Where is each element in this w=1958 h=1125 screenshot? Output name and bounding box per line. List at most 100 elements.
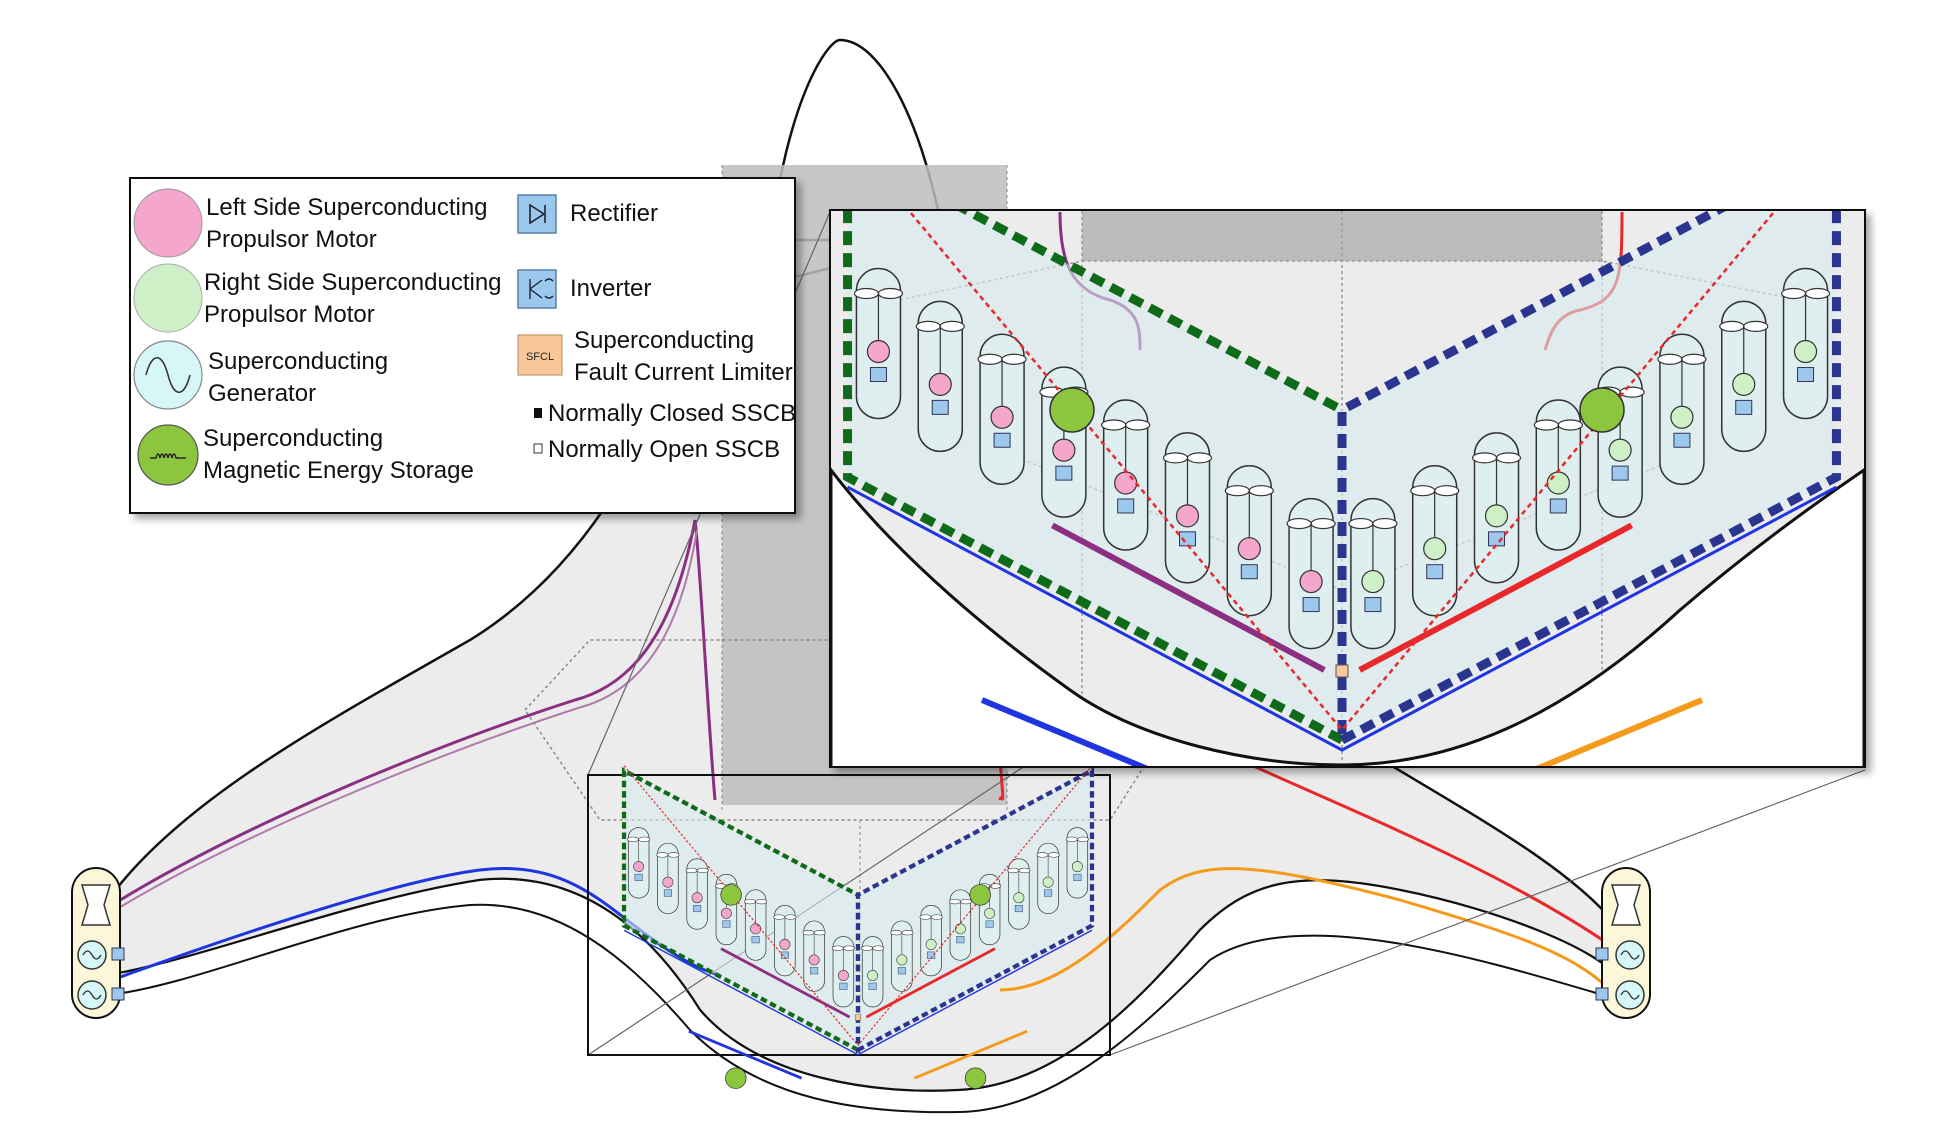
inverter-label: Inverter (570, 275, 651, 302)
closed-sscb-legend-icon (534, 408, 542, 418)
left-main-bus (720, 947, 851, 1019)
smes-icon (1579, 387, 1625, 433)
sfcl-icon (1335, 664, 1349, 678)
left-propulsor-unit (853, 267, 904, 420)
propulsor-motor-icon (990, 405, 1014, 429)
right-propulsor-unit (1780, 267, 1831, 420)
smes-icon (964, 1067, 987, 1089)
magnified-inset (829, 209, 1866, 768)
right-propulsor-unit (1657, 333, 1707, 486)
propulsor-motor-icon (1071, 861, 1083, 873)
smes-icon (725, 1067, 747, 1089)
inverter-icon (1240, 564, 1258, 580)
large-propulsor-array (843, 211, 1841, 766)
left-propulsor-unit (744, 889, 768, 961)
right-engine-pod (1595, 867, 1651, 1019)
inverter-icon (634, 873, 643, 881)
inverter-icon (993, 432, 1011, 448)
right-main-bus (1358, 522, 1634, 673)
inverter-icon (839, 982, 848, 990)
inverter-icon (985, 920, 994, 928)
propulsor-motor-icon (750, 923, 762, 935)
left-propulsor-unit (656, 842, 680, 915)
propulsor-motor-icon (1670, 405, 1694, 429)
right-propulsor-zone (855, 766, 1095, 1054)
inverter-icon (1014, 905, 1023, 913)
inverter-icon (722, 920, 731, 928)
right-propulsor-unit (1007, 858, 1031, 930)
inverter-icon (1426, 564, 1444, 580)
rectifier-legend-icon (517, 194, 557, 234)
inverter-icon (693, 905, 702, 913)
inverter-icon (956, 936, 965, 944)
inverter-icon (1044, 889, 1053, 897)
propulsor-motor-icon (1608, 438, 1632, 462)
inverter-icon (1673, 432, 1691, 448)
inverter-icon (1364, 597, 1382, 613)
inverter-icon (868, 982, 877, 990)
propulsor-motor-icon (954, 923, 966, 935)
open-sscb-legend-icon (533, 443, 543, 454)
inverter-icon (897, 967, 906, 975)
closed-sscb-label: Normally Closed SSCB (548, 400, 796, 427)
rectifier-icon (111, 947, 125, 961)
right-lower-bus (1535, 697, 1704, 766)
right-propulsor-unit (1719, 300, 1769, 453)
smes-icon (1049, 387, 1095, 433)
left-propulsor-unit (802, 920, 826, 992)
left-propulsor-unit (773, 905, 797, 977)
left-propulsor-unit (1101, 399, 1151, 551)
right-main-bus (865, 947, 996, 1019)
left-motor-legend-icon (133, 188, 203, 258)
sfcl-badge-text: SFCL (526, 351, 554, 363)
propulsor-motor-icon (1114, 471, 1138, 495)
left-motor-label-line2: Propulsor Motor (206, 226, 377, 253)
right-propulsor-unit (919, 905, 943, 977)
left-main-bus (1050, 522, 1326, 673)
left-purple-feeder (111, 519, 717, 907)
propulsor-motor-icon (1175, 504, 1200, 528)
right-motor-label-line1: Right Side Superconducting (204, 269, 502, 296)
sfcl-legend-icon (517, 334, 563, 376)
right-propulsor-unit (1065, 827, 1089, 899)
open-sscb-label: Normally Open SSCB (548, 436, 780, 463)
sfcl-label-line1: Superconducting (574, 327, 754, 354)
legend-panel (129, 177, 796, 514)
propulsor-motor-icon (867, 970, 879, 981)
left-propulsor-unit (627, 827, 651, 899)
left-propulsor-unit (685, 858, 709, 930)
inverter-icon (810, 967, 819, 975)
left-engine-pod (71, 867, 125, 1019)
right-propulsor-unit (1036, 842, 1060, 915)
inverter-icon (1055, 465, 1073, 481)
rectifier-label: Rectifier (570, 200, 658, 227)
right-lower-bus (913, 1029, 1028, 1080)
right-propulsor-unit (890, 920, 914, 992)
generator-label-line2: Generator (208, 380, 316, 407)
propulsor-motor-icon (1732, 372, 1756, 396)
left-propulsor-unit (915, 300, 965, 453)
propulsor-motor-icon (1793, 339, 1818, 364)
small-distributed-propulsion-box (587, 765, 1111, 1089)
propulsor-motor-icon (1484, 504, 1509, 528)
legend: Left Side Superconducting Propulsor Moto… (133, 188, 796, 486)
propulsor-motor-icon (691, 892, 703, 904)
smes-label-line2: Magnetic Energy Storage (203, 457, 474, 484)
left-motor-label-line1: Left Side Superconducting (206, 194, 488, 221)
inverter-icon (1797, 367, 1815, 383)
propulsor-motor-icon (1042, 876, 1054, 888)
propulsor-motor-icon (1052, 438, 1076, 462)
inverter-icon (1735, 399, 1753, 415)
propulsor-motor-icon (1237, 537, 1261, 561)
right-propulsor-unit (948, 889, 972, 961)
sfcl-label-line2: Fault Current Limiter (574, 359, 793, 386)
smes-icon (969, 884, 991, 906)
generator-label-line1: Superconducting (208, 348, 388, 375)
propulsor-motor-icon (779, 938, 791, 950)
propulsor-motor-icon (1013, 892, 1025, 904)
sfcl-icon (854, 1014, 862, 1021)
inverter-icon (1611, 465, 1629, 481)
right-propulsor-unit (861, 936, 885, 1008)
left-propulsor-unit (1162, 432, 1213, 584)
